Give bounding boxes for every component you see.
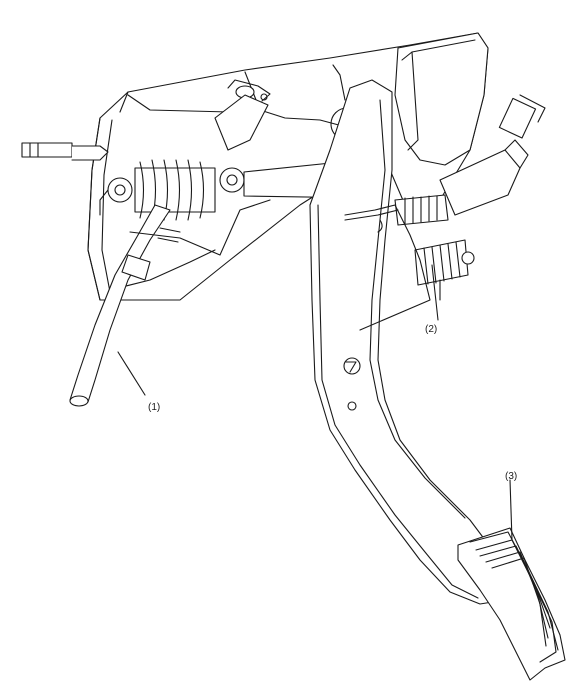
callout-2: (2) xyxy=(425,324,438,335)
callout-1: (1) xyxy=(148,402,161,413)
clutch-switch-assembly xyxy=(344,94,546,331)
dust-boot xyxy=(134,159,216,221)
pedal-pad xyxy=(457,527,566,681)
callout-3: (3) xyxy=(505,471,518,482)
clutch-pedal-arm xyxy=(309,79,506,605)
leader-lines xyxy=(117,264,513,541)
clutch-hose xyxy=(69,199,271,407)
